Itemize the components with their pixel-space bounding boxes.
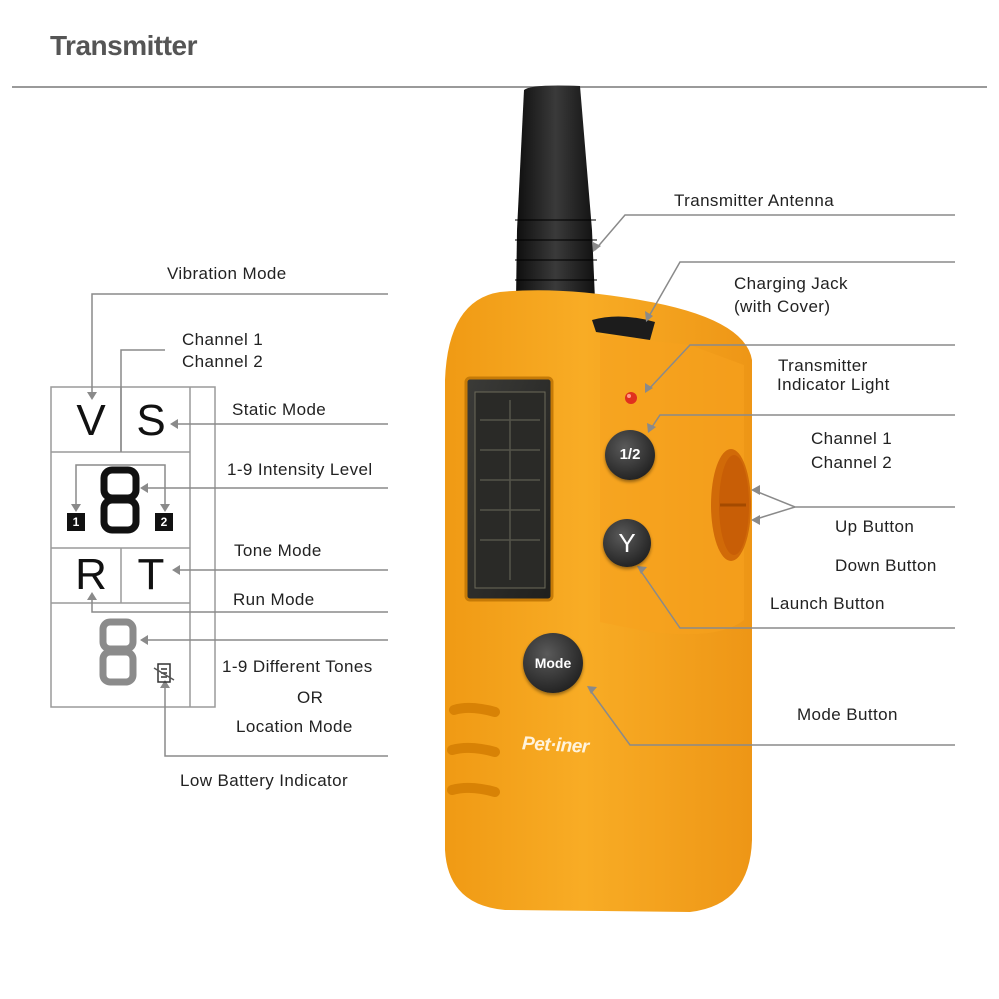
mode-button-label: Mode: [534, 655, 572, 671]
label-channel-2-right: Channel 2: [811, 453, 893, 472]
label-different-tones: 1-9 Different Tones: [222, 657, 373, 676]
label-location-mode: Location Mode: [236, 717, 353, 736]
label-indicator-light-2: Indicator Light: [777, 375, 890, 394]
antenna: [516, 85, 595, 300]
channel-box-2: 2: [155, 513, 173, 531]
label-run-mode: Run Mode: [233, 590, 315, 609]
label-up-button: Up Button: [835, 517, 915, 536]
label-intensity-level: 1-9 Intensity Level: [227, 460, 373, 479]
tone-letter: T: [137, 550, 165, 599]
static-letter: S: [136, 396, 166, 445]
label-channel-2-left: Channel 2: [182, 352, 264, 371]
charging-jack: [592, 316, 655, 340]
label-channel-1-left: Channel 1: [182, 330, 264, 349]
launch-button[interactable]: Y: [603, 519, 651, 567]
label-indicator-light-1: Transmitter: [778, 356, 868, 375]
title-divider: [12, 86, 987, 88]
label-tone-mode: Tone Mode: [234, 541, 322, 560]
label-antenna: Transmitter Antenna: [674, 191, 835, 210]
label-vibration-mode: Vibration Mode: [167, 264, 287, 283]
run-letter: R: [75, 550, 107, 599]
label-or: OR: [297, 688, 324, 707]
label-charging-jack: Charging Jack: [734, 274, 848, 293]
label-launch-button: Launch Button: [770, 594, 885, 613]
label-down-button: Down Button: [835, 556, 937, 575]
page-title: Transmitter: [50, 30, 198, 61]
label-mode-button: Mode Button: [797, 705, 898, 724]
label-low-battery: Low Battery Indicator: [180, 771, 349, 790]
channel-button-label: 1/2: [619, 446, 641, 463]
channel-box-1: 1: [67, 513, 85, 531]
label-channel-1-right: Channel 1: [811, 429, 893, 448]
launch-button-label: Y: [618, 528, 636, 558]
vibration-letter: V: [76, 396, 106, 445]
label-static-mode: Static Mode: [232, 400, 327, 419]
battery-icon: [153, 663, 175, 683]
channel-button[interactable]: 1/2: [605, 430, 655, 480]
label-charging-jack-cover: (with Cover): [734, 297, 831, 316]
mode-button[interactable]: Mode: [523, 633, 583, 693]
